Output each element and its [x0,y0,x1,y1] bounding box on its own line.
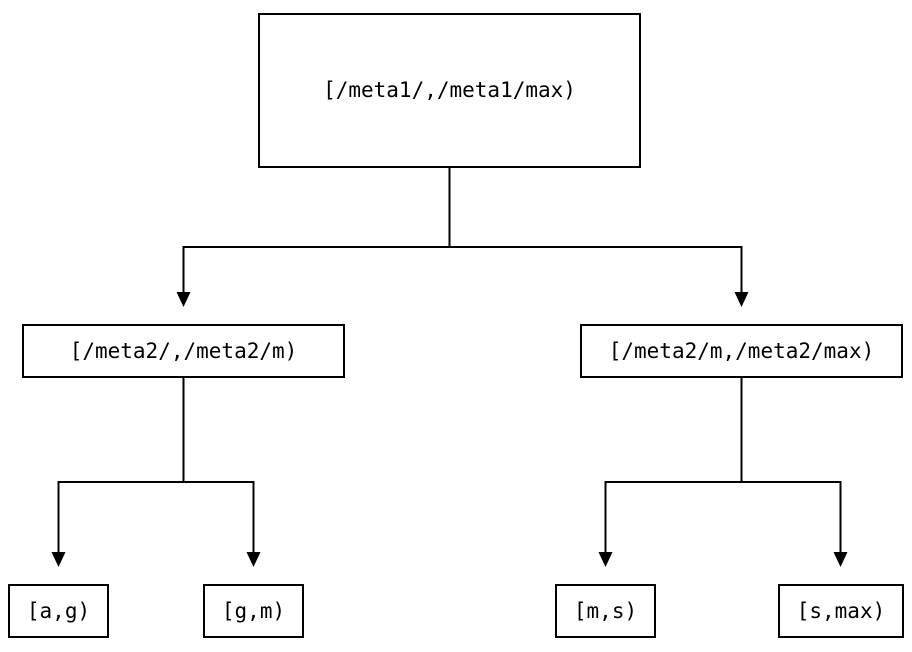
arrowhead-to-leaf-gm-icon [246,552,261,567]
node-meta2-left-label: [/meta2/,/meta2/m) [69,338,298,363]
node-leaf-ms-label: [m,s) [573,598,638,623]
node-root: [/meta1/,/meta1/max) [258,13,641,168]
arrowhead-to-leaf-ms-icon [598,552,613,567]
node-leaf-smax: [s,max) [778,584,904,638]
arrowhead-to-meta2-left-icon [176,292,191,307]
node-leaf-gm: [g,m) [203,584,304,638]
node-leaf-ag-label: [a,g) [26,598,91,623]
node-leaf-gm-label: [g,m) [221,598,286,623]
node-root-label: [/meta1/,/meta1/max) [323,78,576,102]
node-meta2-left: [/meta2/,/meta2/m) [22,324,345,378]
node-leaf-ms: [m,s) [555,584,656,638]
node-leaf-ag: [a,g) [8,584,109,638]
arrowhead-to-leaf-ag-icon [51,552,66,567]
node-leaf-smax-label: [s,max) [796,598,886,623]
arrowhead-to-leaf-smax-icon [833,552,848,567]
node-meta2-right-label: [/meta2/m,/meta2/max) [608,338,875,363]
arrowhead-to-meta2-right-icon [734,292,749,307]
node-meta2-right: [/meta2/m,/meta2/max) [580,324,903,378]
